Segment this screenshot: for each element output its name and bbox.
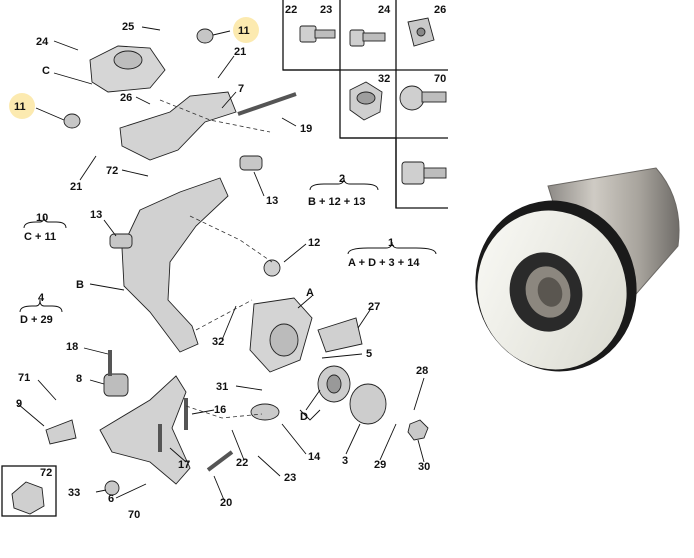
callout-21-top: 21 — [234, 46, 246, 58]
callout-72-mid: 72 — [106, 165, 118, 177]
bolt-24-icon — [349, 29, 386, 47]
parts — [1, 28, 429, 517]
callout-18: 18 — [66, 341, 78, 353]
callout-29: 29 — [374, 459, 386, 471]
callout-10: 10 — [36, 212, 48, 224]
callout-26-grid: 26 — [434, 4, 446, 16]
callout-B: B — [76, 279, 84, 291]
callout-22-diagram: 22 — [236, 457, 248, 469]
callout-26: 26 — [120, 92, 132, 104]
callout-11-top: 11 — [238, 25, 250, 37]
callout-12: 12 — [308, 237, 320, 249]
callout-23: 23 — [320, 4, 332, 16]
callout-19: 19 — [300, 123, 312, 135]
callout-28: 28 — [416, 365, 428, 377]
callout-33: 33 — [68, 487, 80, 499]
callout-2: 2 — [339, 173, 345, 185]
callout-13-left: 13 — [90, 209, 102, 221]
callout-70-bottom: 70 — [128, 509, 140, 521]
callout-8: 8 — [76, 373, 82, 385]
nut-32-icon — [349, 81, 383, 121]
callout-30: 30 — [418, 461, 430, 473]
callout-5: 5 — [366, 348, 372, 360]
callout-24: 24 — [36, 36, 49, 48]
callout-16: 16 — [214, 404, 226, 416]
callout-21-mid: 21 — [70, 181, 82, 193]
callout-25: 25 — [122, 21, 134, 33]
callout-11-left: 11 — [14, 101, 26, 113]
callout-17: 17 — [178, 459, 190, 471]
callout-3: 3 — [342, 455, 348, 467]
callout-32-grid: 32 — [378, 73, 390, 85]
formula-4: D + 29 — [20, 314, 53, 326]
formula-2: B + 12 + 13 — [308, 196, 366, 208]
callout-71: 71 — [18, 372, 30, 384]
bushing-photo — [462, 152, 694, 384]
hardware-grid: 22 23 24 26 32 70 — [282, 0, 448, 209]
callout-7: 7 — [238, 83, 244, 95]
bolt-70-top-icon — [399, 85, 447, 111]
callout-31: 31 — [216, 381, 228, 393]
callout-70-grid: 70 — [434, 73, 446, 85]
nut-26-icon — [407, 17, 435, 47]
callout-1: 1 — [388, 237, 394, 249]
callouts: 25 11 24 21 C 26 7 11 19 72 21 2 13 10 C… — [9, 17, 430, 521]
callout-27: 27 — [368, 301, 380, 313]
callout-23-diagram: 23 — [284, 472, 296, 484]
formula-1: A + D + 3 + 14 — [348, 257, 420, 269]
callout-24-grid: 24 — [378, 4, 391, 16]
callout-C: C — [42, 65, 50, 77]
callout-32: 32 — [212, 336, 224, 348]
callout-22: 22 — [285, 4, 297, 16]
callout-20: 20 — [220, 497, 232, 509]
leader-lines — [17, 26, 437, 501]
callout-14: 14 — [308, 451, 321, 463]
callout-72-box: 72 — [40, 467, 52, 479]
callout-9: 9 — [16, 398, 22, 410]
formula-10: C + 11 — [24, 231, 56, 243]
callout-4: 4 — [38, 292, 45, 304]
callout-13-right: 13 — [266, 195, 278, 207]
bolt-22-23-icon — [299, 25, 336, 43]
callout-D: D — [300, 411, 308, 423]
bolt-70-bottom-icon — [401, 161, 447, 185]
callout-6: 6 — [108, 493, 114, 505]
callout-A: A — [306, 287, 314, 299]
